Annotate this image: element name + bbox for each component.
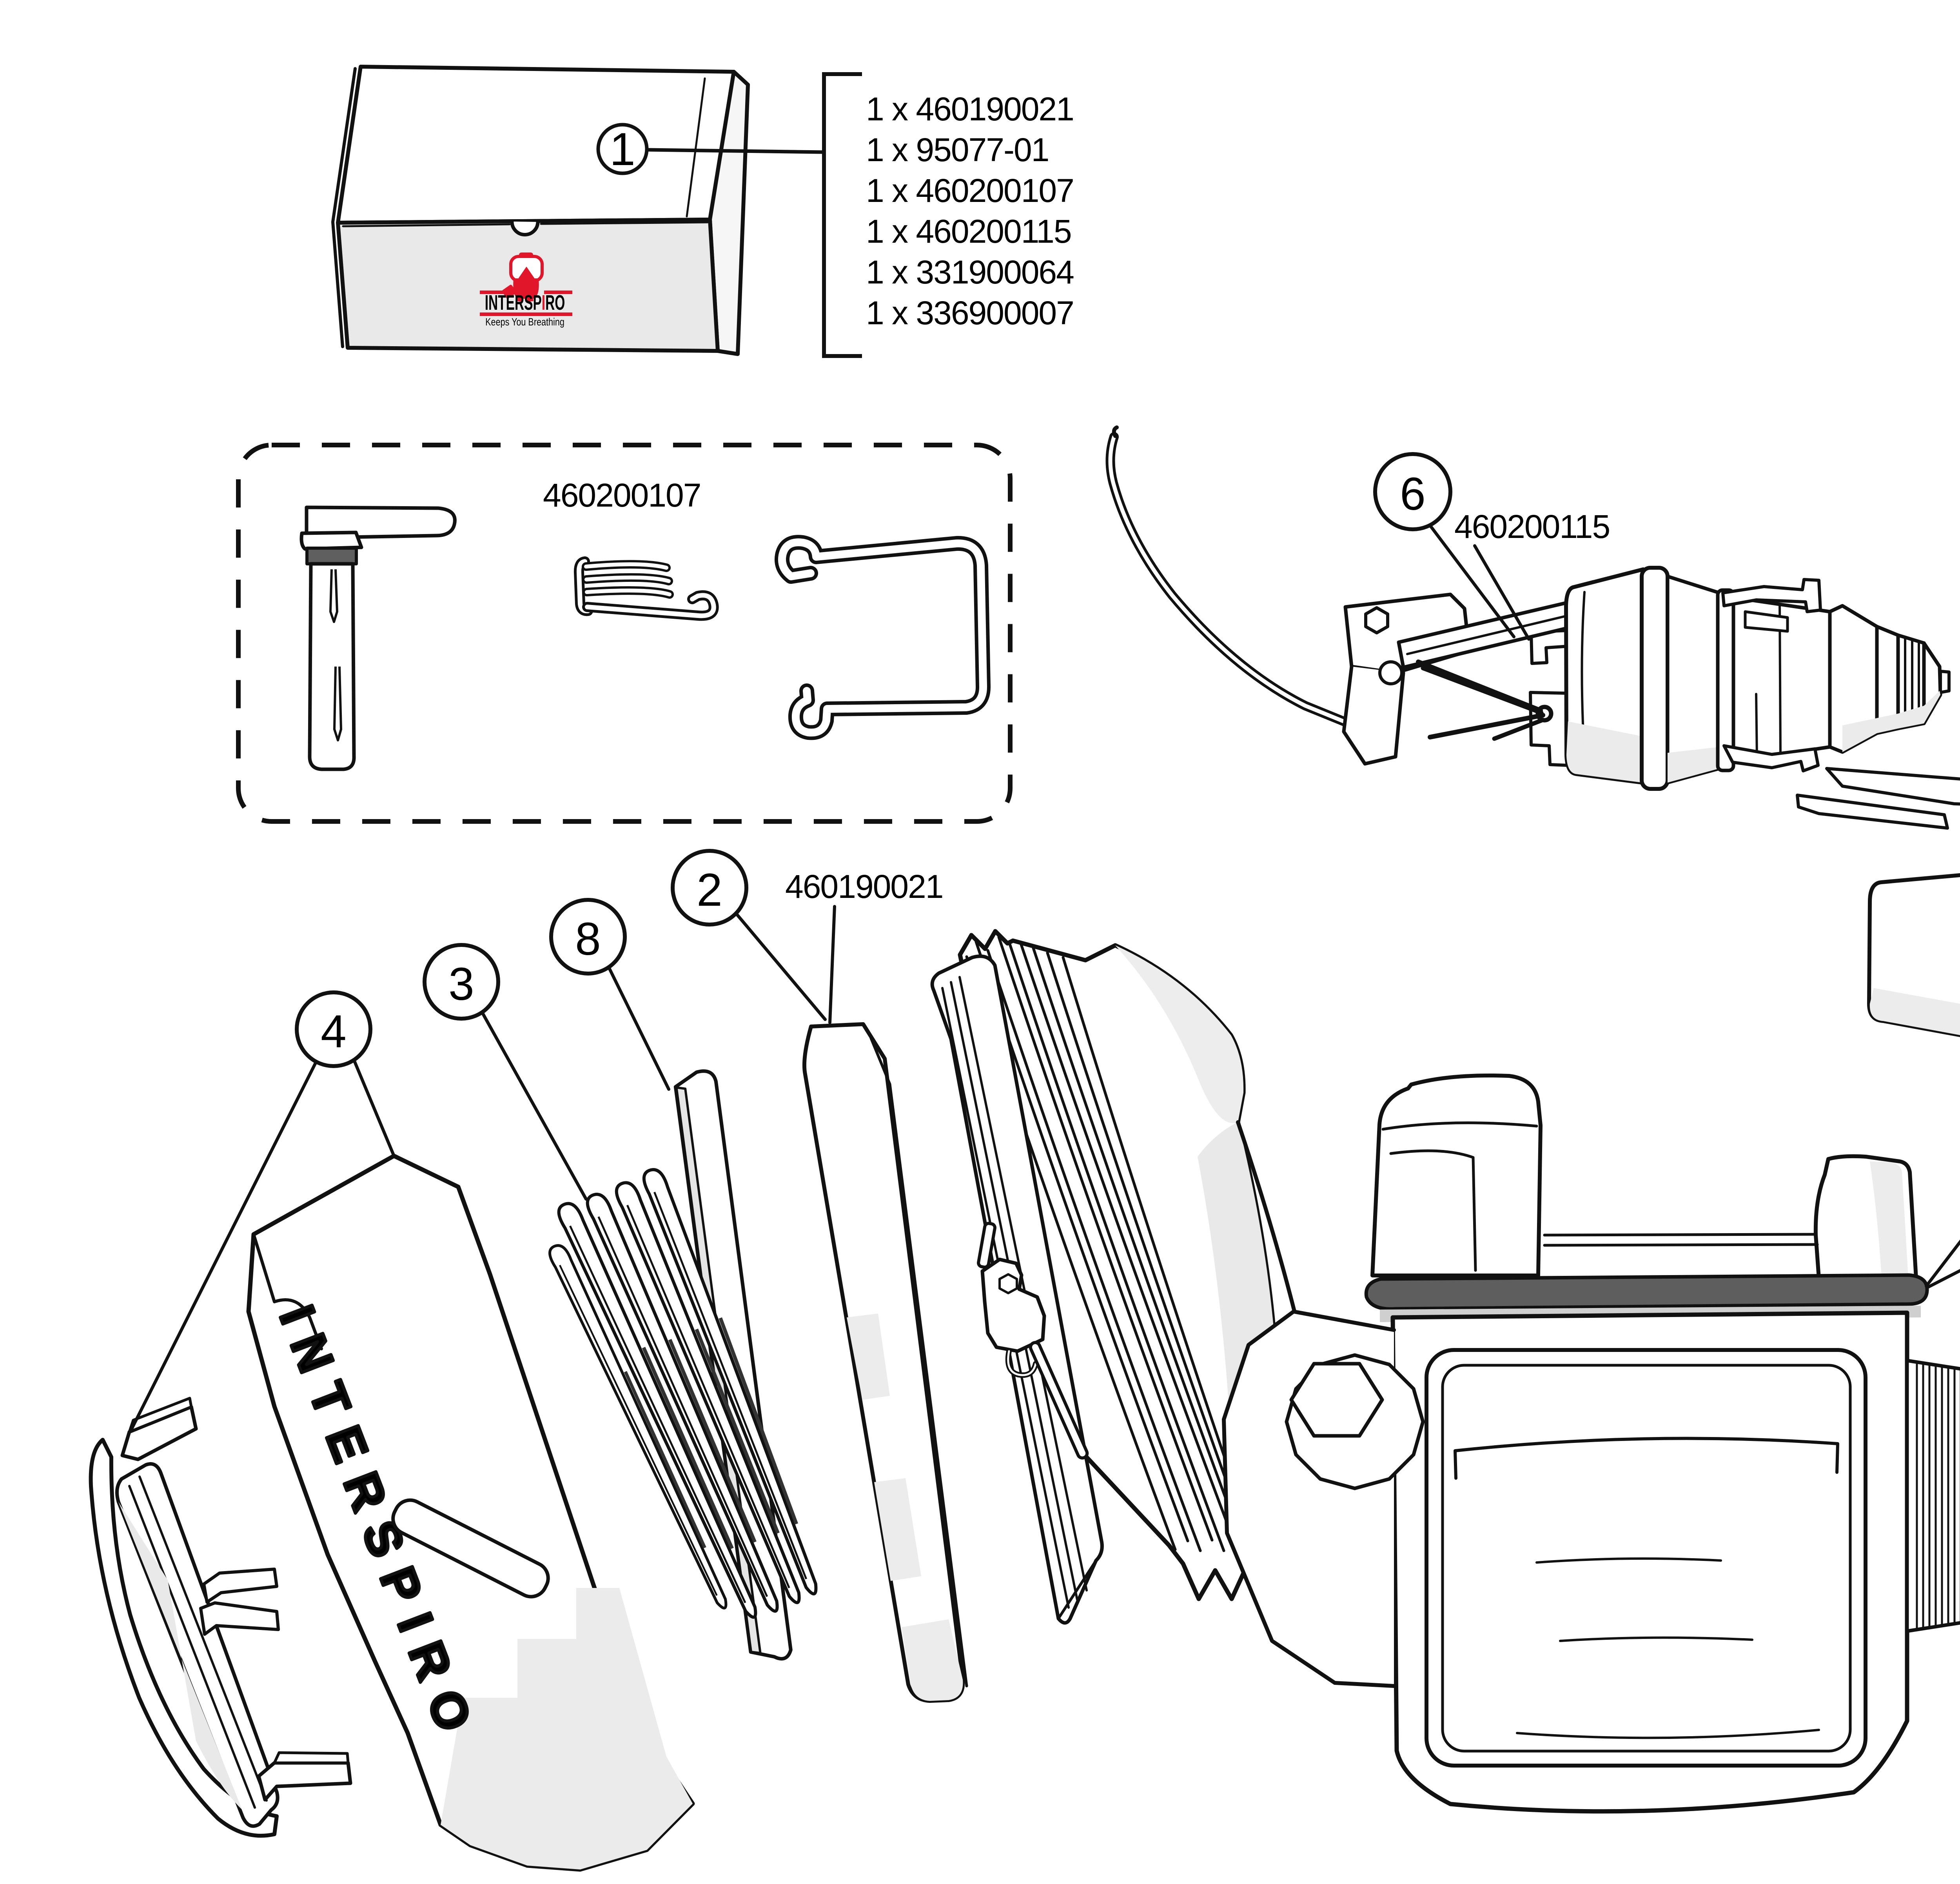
svg-text:460190021: 460190021 [785,868,943,905]
svg-text:1: 1 [610,124,635,175]
svg-text:4: 4 [321,1006,347,1057]
svg-text:8: 8 [575,913,601,965]
svg-text:1 x 460200115: 1 x 460200115 [866,213,1071,250]
svg-text:Keeps You Breathing: Keeps You Breathing [485,316,564,328]
svg-text:2: 2 [697,864,722,916]
svg-text:1 x 460200107: 1 x 460200107 [866,172,1074,209]
svg-text:1 x 336900007: 1 x 336900007 [866,294,1074,331]
svg-text:3: 3 [448,958,474,1010]
svg-text:460200115: 460200115 [1454,508,1610,545]
svg-text:1 x 331900064: 1 x 331900064 [866,254,1074,291]
svg-text:460200107: 460200107 [543,477,701,514]
svg-text:1 x 460190021: 1 x 460190021 [866,91,1074,127]
svg-text:1 x 95077-01: 1 x 95077-01 [866,131,1049,168]
svg-text:6: 6 [1400,468,1426,520]
svg-text:INTERSPIRO: INTERSPIRO [485,291,565,314]
